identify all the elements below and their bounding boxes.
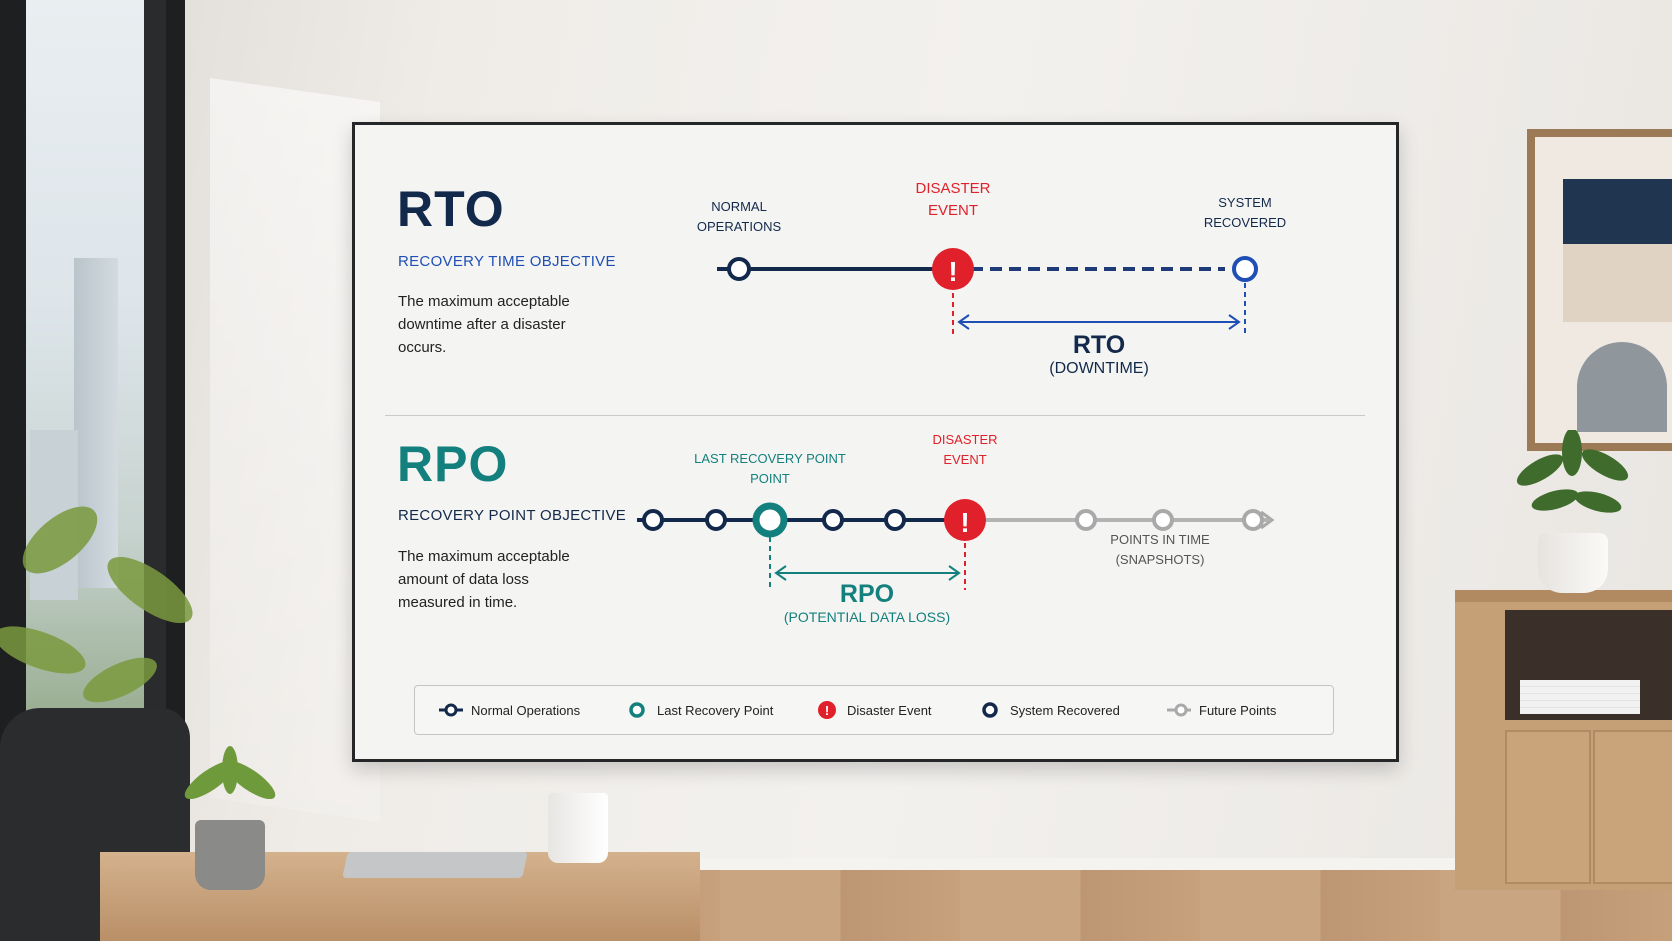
system-recovered-icon — [982, 702, 998, 718]
rpo-description-line: The maximum acceptable — [398, 548, 570, 565]
legend: Normal Operations Last Recovery Point ! … — [414, 685, 1334, 735]
label-line: DISASTER — [932, 432, 998, 447]
rpo-description-line: measured in time. — [398, 594, 518, 611]
arrow-left-icon — [957, 314, 970, 330]
points-in-time-label: POINTS IN TIME (SNAPSHOTS) — [1090, 530, 1230, 570]
label-line: RECOVERED — [1203, 215, 1287, 230]
legend-label: Normal Operations — [471, 702, 581, 718]
snapshot-marker — [705, 509, 727, 531]
last-recovery-point-label: LAST RECOVERY POINT POINT — [685, 449, 855, 489]
system-recovered-label: SYSTEM RECOVERED — [1175, 193, 1315, 233]
system-recovered-marker — [1232, 256, 1258, 282]
last-recovery-point-marker — [752, 502, 788, 538]
label-line: OPERATIONS — [696, 219, 782, 234]
art-shape — [1577, 342, 1667, 432]
svg-text:!: ! — [825, 703, 829, 718]
section-divider — [385, 415, 1365, 416]
snapshot-marker — [822, 509, 844, 531]
label-line: LAST RECOVERY POINT — [694, 451, 846, 466]
rto-span-title: RTO — [1072, 331, 1126, 359]
future-points-icon — [1167, 703, 1191, 717]
snapshot-marker — [642, 509, 664, 531]
coffee-mug — [548, 793, 608, 863]
normal-operations-icon — [439, 703, 463, 717]
rto-disaster-marker — [932, 248, 974, 290]
rto-subtitle: RECOVERY TIME OBJECTIVE — [398, 253, 616, 270]
label-line: SYSTEM — [1218, 195, 1272, 210]
rto-span-label: RTO (DOWNTIME) — [999, 330, 1199, 378]
arrow-left-icon — [774, 565, 787, 581]
potted-plant — [1516, 430, 1629, 513]
legend-label: Disaster Event — [847, 702, 932, 718]
arrow-right-icon — [948, 565, 961, 581]
label-line: POINTS IN TIME — [1110, 532, 1210, 547]
snapshot-marker — [884, 509, 906, 531]
label-line: EVENT — [927, 202, 978, 219]
arrow-right-icon — [1260, 510, 1275, 530]
rpo-disaster-marker — [944, 499, 986, 541]
rpo-span-subtitle: (POTENTIAL DATA LOSS) — [783, 609, 951, 625]
rpo-span-label: RPO (POTENTIAL DATA LOSS) — [767, 579, 967, 625]
rpo-title: RPO — [397, 436, 509, 492]
legend-item-disaster: ! Disaster Event — [815, 701, 932, 719]
wall-art — [1535, 137, 1672, 443]
label-line: (SNAPSHOTS) — [1115, 552, 1205, 567]
timeline-diagrams: ! ! — [637, 248, 1275, 590]
whiteboard-rto-rpo: RTO RECOVERY TIME OBJECTIVE The maximum … — [352, 122, 1399, 762]
cabinet-door — [1505, 730, 1591, 884]
cabinet-top — [1455, 590, 1672, 602]
rto-description: The maximum acceptable downtime after a … — [398, 290, 598, 359]
legend-label: Future Points — [1199, 702, 1277, 718]
art-shape — [1563, 179, 1672, 244]
stacked-books — [1520, 680, 1640, 714]
rto-description-line: occurs. — [398, 339, 447, 356]
rto-title: RTO — [397, 181, 505, 237]
label-line: EVENT — [943, 452, 987, 467]
future-point-marker — [1152, 509, 1174, 531]
rpo-description-line: amount of data loss — [398, 571, 529, 588]
plant-pot — [1538, 533, 1608, 593]
window-mullion — [144, 0, 166, 941]
rto-disaster-label: DISASTER EVENT — [883, 178, 1023, 222]
disaster-event-icon: ! — [818, 701, 836, 719]
last-recovery-point-icon — [629, 702, 645, 718]
future-point-marker — [1242, 509, 1264, 531]
window-plant — [0, 506, 193, 703]
legend-item-future: Future Points — [1167, 701, 1276, 719]
label-line: DISASTER — [915, 180, 991, 197]
legend-label: Last Recovery Point — [657, 702, 774, 718]
label-line: NORMAL — [711, 199, 767, 214]
legend-item-normal: Normal Operations — [439, 701, 580, 719]
exclamation-icon: ! — [960, 507, 969, 538]
legend-label: System Recovered — [1010, 702, 1120, 718]
rto-description-line: downtime after a disaster — [398, 316, 566, 333]
cabinet-door — [1593, 730, 1672, 884]
exclamation-icon: ! — [948, 256, 957, 287]
legend-item-recovered: System Recovered — [978, 701, 1120, 719]
rpo-description: The maximum acceptable amount of data lo… — [398, 545, 598, 614]
rto-description-line: The maximum acceptable — [398, 293, 570, 310]
rpo-disaster-label: DISASTER EVENT — [915, 430, 1015, 470]
closed-laptop — [342, 852, 528, 878]
future-point-marker — [1075, 509, 1097, 531]
normal-operations-label: NORMAL OPERATIONS — [669, 197, 809, 237]
normal-operations-marker — [727, 257, 751, 281]
label-line: POINT — [750, 471, 790, 486]
desk-plant-pot — [195, 820, 265, 890]
arrow-right-icon — [1228, 314, 1241, 330]
rpo-span-title: RPO — [839, 580, 895, 608]
rto-span-subtitle: (DOWNTIME) — [1049, 360, 1149, 377]
rpo-subtitle: RECOVERY POINT OBJECTIVE — [398, 507, 627, 524]
desk-plant — [184, 746, 276, 800]
legend-item-last-recovery: Last Recovery Point — [625, 701, 773, 719]
